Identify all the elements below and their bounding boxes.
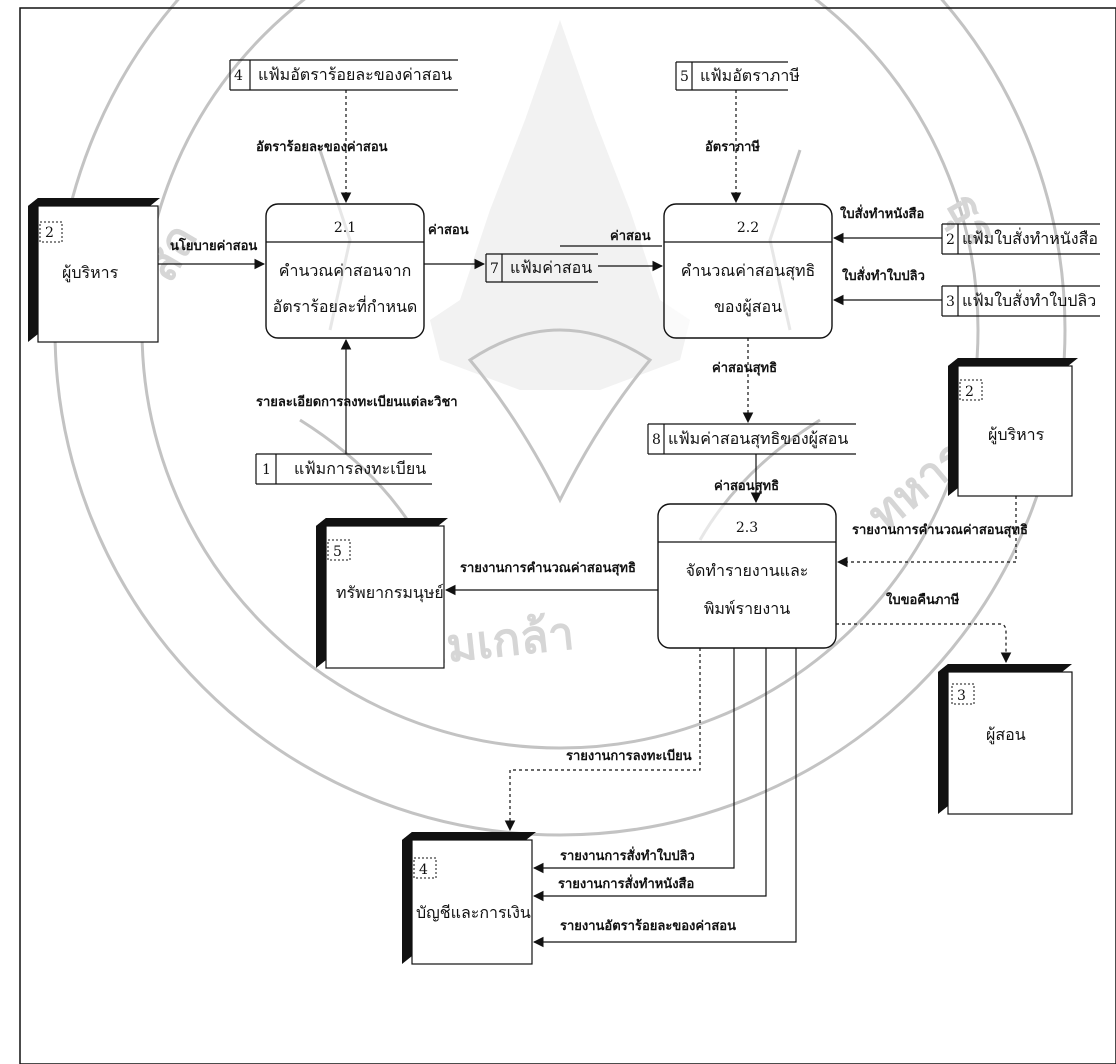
process-line1: จัดทำรายงานและ: [686, 561, 809, 580]
diagram-border: [19, 7, 1116, 1064]
flow-net-fee-1: ค่าสอนสุทธิ: [712, 338, 777, 424]
flow-label: รายงานการสั่งทำใบปลิว: [560, 846, 695, 864]
entity-number: 2: [45, 225, 54, 241]
flow-label: ใบสั่งทำหนังสือ: [840, 204, 924, 222]
flow-tax-rate: อัตราภาษี: [705, 90, 760, 204]
entity-executive-left: 2 ผู้บริหาร: [28, 198, 160, 343]
entity-human-resources: 5 ทรัพยากรมนุษย์: [316, 518, 448, 669]
process-2-1: 2.1 คำนวณค่าสอนจาก อัตราร้อยละที่กำหนด: [265, 203, 425, 339]
process-id: 2.3: [736, 520, 758, 536]
store-flyer-order: 3 แฟ้มใบสั่งทำใบปลิว: [941, 285, 1100, 317]
process-id: 2.2: [737, 220, 759, 236]
flow-label: รายละเอียดการลงทะเบียนแต่ละวิชา: [256, 394, 458, 410]
flow-label: รายงานอัตราร้อยละของค่าสอน: [560, 918, 736, 934]
flow-label: รายงานการคำนวณค่าสอนสุทธิ: [852, 522, 1028, 538]
store-number: 1: [262, 462, 271, 478]
flow-label: อัตราร้อยละของค่าสอน: [256, 139, 388, 155]
store-number: 4: [234, 68, 243, 84]
flow-label: อัตราภาษี: [705, 139, 760, 155]
process-line2: ของผู้สอน: [714, 297, 782, 317]
process-line2: อัตราร้อยละที่กำหนด: [273, 295, 418, 316]
flow-rate-percent: อัตราร้อยละของค่าสอน: [256, 90, 388, 204]
store-rate-percent: 4 แฟ้มอัตราร้อยละของค่าสอน: [229, 59, 458, 91]
store-name: แฟ้มค่าสอนสุทธิของผู้สอน: [668, 429, 848, 449]
flow-flyer-order: ใบสั่งทำใบปลิว: [832, 266, 942, 306]
process-2-3: 2.3 จัดทำรายงานและ พิมพ์รายงาน: [657, 503, 837, 649]
entity-accounting: 4 บัญชีและการเงิน: [402, 832, 536, 965]
entity-name: ทรัพยากรมนุษย์: [336, 583, 444, 603]
entity-number: 3: [957, 688, 966, 704]
store-name: แฟ้มใบสั่งทำใบปลิว: [962, 289, 1096, 310]
entity-name: บัญชีและการเงิน: [416, 903, 531, 922]
entity-number: 4: [419, 862, 428, 878]
process-id: 2.1: [334, 220, 356, 236]
store-name: แฟ้มค่าสอน: [510, 258, 592, 277]
entity-number: 5: [333, 544, 342, 560]
entity-name: ผู้บริหาร: [988, 425, 1045, 445]
flow-net-fee-2: ค่าสอนสุทธิ: [714, 454, 779, 504]
flow-label: นโยบายค่าสอน: [170, 237, 257, 254]
flow-net-report-hr: รายงานการคำนวณค่าสอนสุทธิ: [444, 560, 658, 596]
flow-label: รายงานการคำนวณค่าสอนสุทธิ: [460, 560, 636, 576]
store-name: แฟ้มอัตราร้อยละของค่าสอน: [258, 65, 452, 84]
flow-label: รายงานการสั่งทำหนังสือ: [558, 874, 694, 892]
entity-number: 2: [965, 384, 974, 400]
process-line1: คำนวณค่าสอนจาก: [279, 261, 412, 280]
store-registration: 1 แฟ้มการลงทะเบียน: [255, 453, 432, 485]
store-tax-rate: 5 แฟ้มอัตราภาษี: [675, 61, 800, 91]
entity-executive-right: 2 ผู้บริหาร: [948, 358, 1078, 497]
store-name: แฟ้มอัตราภาษี: [700, 66, 800, 85]
store-number: 7: [490, 261, 499, 277]
flow-label: ค่าสอน: [610, 229, 651, 244]
store-book-order: 2 แฟ้มใบสั่งทำหนังสือ: [941, 223, 1100, 255]
process-2-2: 2.2 คำนวณค่าสอนสุทธิ ของผู้สอน: [663, 203, 833, 339]
store-name: แฟ้มการลงทะเบียน: [294, 459, 426, 478]
flow-label: รายงานการลงทะเบียน: [566, 748, 692, 764]
flow-registration-report: รายงานการลงทะเบียน: [504, 648, 701, 832]
flow-label: ค่าสอน: [428, 223, 469, 238]
store-number: 2: [946, 232, 955, 248]
flow-rate-report: รายงานอัตราร้อยละของค่าสอน: [532, 648, 797, 948]
store-name: แฟ้มใบสั่งทำหนังสือ: [962, 227, 1098, 248]
flow-book-report: รายงานการสั่งทำหนังสือ: [532, 648, 767, 902]
watermark-seal: อมเกล้า สถ ธุร ทหาร: [53, 0, 1067, 837]
flow-label: ใบสั่งทำใบปลิว: [842, 266, 925, 284]
process-line1: คำนวณค่าสอนสุทธิ: [681, 261, 816, 281]
flow-book-order: ใบสั่งทำหนังสือ: [832, 204, 942, 244]
entity-name: ผู้สอน: [986, 725, 1026, 745]
flow-label: ค่าสอนสุทธิ: [714, 479, 779, 494]
flow-tax-refund: ใบขอคืนภาษี: [836, 591, 1012, 664]
flow-label: ค่าสอนสุทธิ: [712, 361, 777, 376]
flow-net-report-exec: รายงานการคำนวณค่าสอนสุทธิ: [836, 496, 1028, 568]
store-number: 3: [946, 294, 955, 310]
store-number: 8: [652, 432, 661, 448]
process-line2: พิมพ์รายงาน: [704, 599, 790, 618]
flow-registration-detail: รายละเอียดการลงทะเบียนแต่ละวิชา: [256, 338, 458, 454]
store-number: 5: [680, 69, 689, 85]
flow-fee-in: ค่าสอน: [560, 229, 664, 272]
store-fee: 7 แฟ้มค่าสอน: [485, 253, 598, 283]
flow-policy: นโยบายค่าสอน: [158, 237, 266, 270]
store-net-fee: 8 แฟ้มค่าสอนสุทธิของผู้สอน: [647, 423, 856, 455]
entity-name: ผู้บริหาร: [62, 263, 119, 283]
entity-instructor: 3 ผู้สอน: [938, 664, 1073, 815]
flow-label: ใบขอคืนภาษี: [886, 591, 960, 608]
flow-flyer-report: รายงานการสั่งทำใบปลิว: [532, 648, 735, 874]
flow-fee-out: ค่าสอน: [424, 223, 486, 270]
